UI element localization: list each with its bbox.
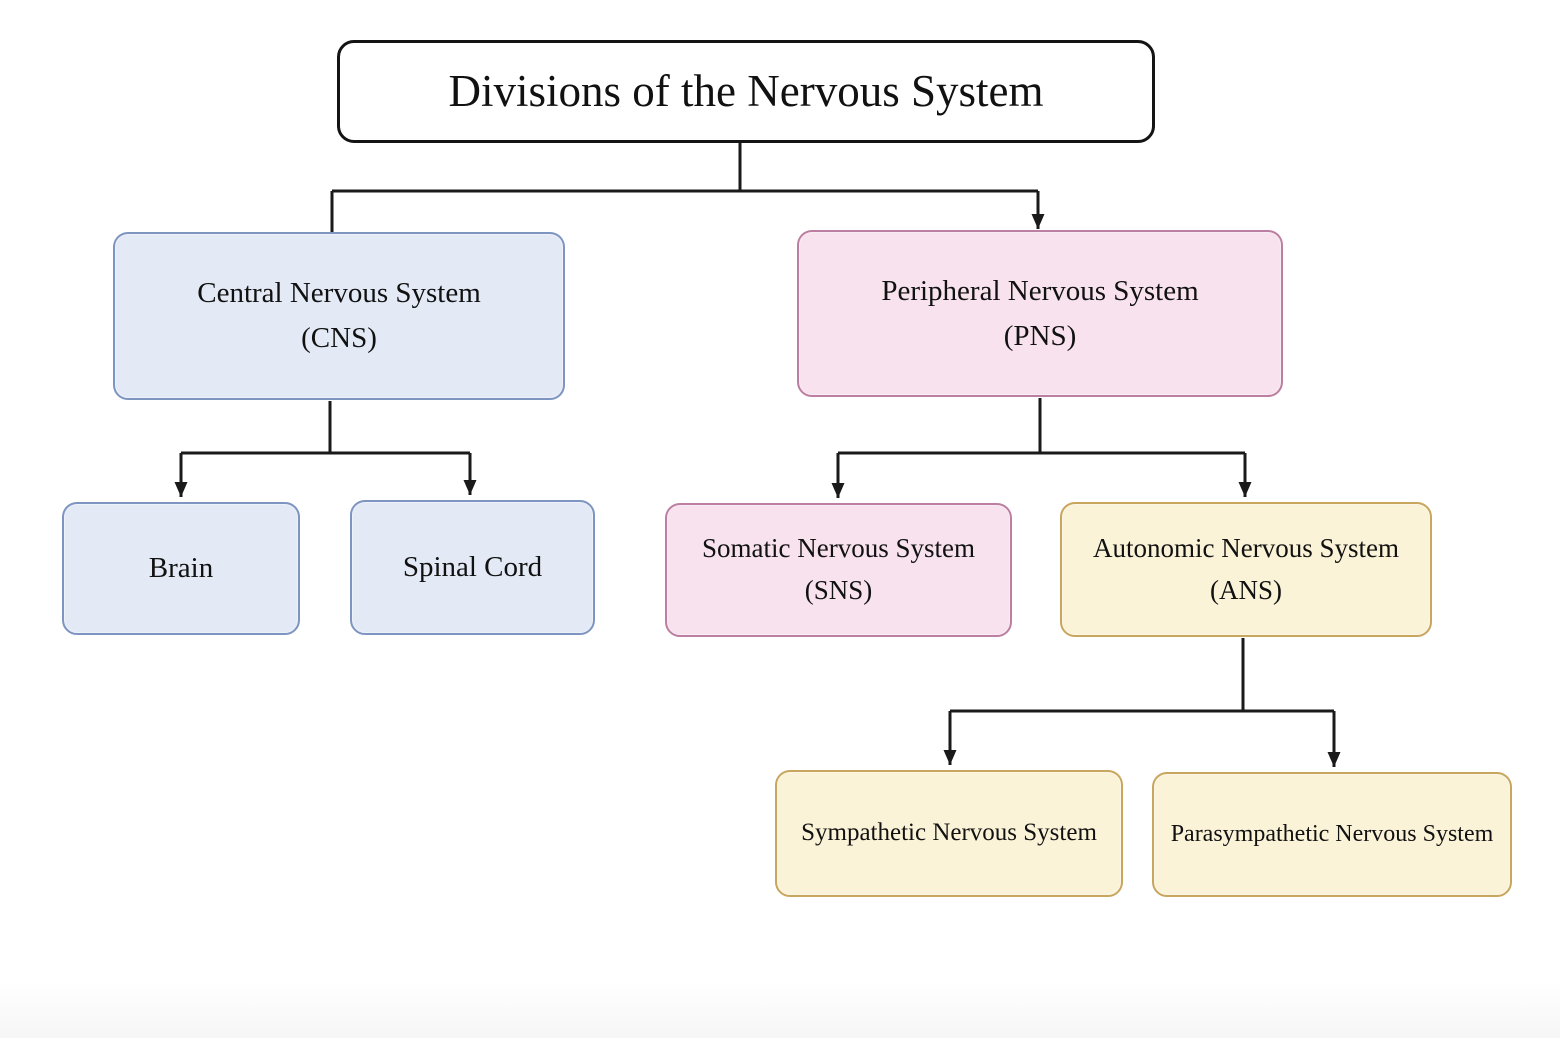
diagram-title: Divisions of the Nervous System <box>337 40 1155 143</box>
node-label: Central Nervous System <box>197 277 481 310</box>
connector-cns-split <box>181 401 470 455</box>
node-abbreviation: (CNS) <box>301 322 377 354</box>
node-peripheral-nervous-system: Peripheral Nervous System (PNS) <box>797 230 1283 397</box>
node-label: Somatic Nervous System <box>702 533 975 564</box>
node-central-nervous-system: Central Nervous System (CNS) <box>113 232 565 400</box>
connector-title-split <box>330 143 1038 233</box>
connector-ans-split <box>950 638 1334 713</box>
node-label: Brain <box>148 552 214 585</box>
node-label: Parasympathetic Nervous System <box>1170 820 1494 847</box>
node-label: Autonomic Nervous System <box>1093 532 1399 563</box>
node-somatic-nervous-system: Somatic Nervous System (SNS) <box>665 503 1012 637</box>
node-spinal-cord: Spinal Cord <box>350 500 595 635</box>
node-label: Spinal Cord <box>402 551 543 584</box>
node-abbreviation: (SNS) <box>804 575 873 605</box>
node-brain: Brain <box>62 502 300 635</box>
node-parasympathetic-nervous-system: Parasympathetic Nervous System <box>1152 772 1512 897</box>
connector-pns-split <box>838 398 1245 455</box>
node-autonomic-nervous-system: Autonomic Nervous System (ANS) <box>1060 502 1432 637</box>
node-label: Sympathetic Nervous System <box>801 819 1097 847</box>
node-abbreviation: (PNS) <box>1003 319 1077 352</box>
node-abbreviation: (ANS) <box>1210 574 1282 605</box>
diagram-title-text: Divisions of the Nervous System <box>448 65 1044 116</box>
node-sympathetic-nervous-system: Sympathetic Nervous System <box>775 770 1123 897</box>
node-label: Peripheral Nervous System <box>881 274 1199 307</box>
